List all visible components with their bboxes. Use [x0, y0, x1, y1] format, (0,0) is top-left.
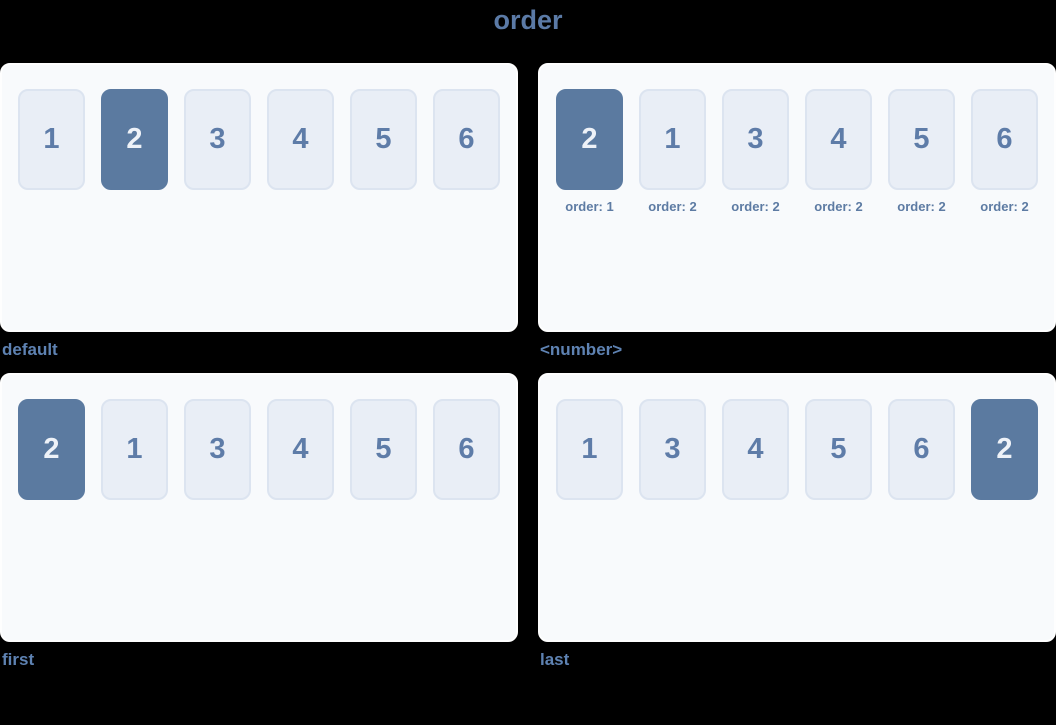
flex-item-number: 5: [375, 123, 392, 155]
flex-item: 4: [722, 399, 789, 500]
flex-item-highlighted: 2: [101, 89, 168, 190]
flex-item-number: 6: [458, 123, 475, 155]
flex-item-number: 3: [209, 123, 226, 155]
flex-item: 3: [722, 89, 789, 190]
flex-item-highlighted: 2: [971, 399, 1038, 500]
flex-item-number: 5: [913, 123, 930, 155]
order-caption: order: 2: [814, 199, 863, 214]
order-caption: order: 1: [565, 199, 614, 214]
order-caption: order: 2: [897, 199, 946, 214]
flex-item-number: 2: [126, 123, 143, 155]
flex-item: 5: [350, 89, 417, 190]
flex-item-group: 5 order: 2: [888, 89, 955, 214]
flex-item-number: 3: [664, 433, 681, 465]
flex-item: 4: [267, 89, 334, 190]
flex-item-highlighted: 2: [556, 89, 623, 190]
flex-item: 1: [639, 89, 706, 190]
flex-item: 6: [888, 399, 955, 500]
page-title: order: [493, 5, 563, 35]
flex-item-number: 4: [292, 123, 309, 155]
flex-item: 3: [639, 399, 706, 500]
flex-item-highlighted: 2: [18, 399, 85, 500]
flex-item: 6: [433, 89, 500, 190]
panel-cell-last: 1 3 4 5 6 2 last: [538, 373, 1056, 671]
flex-item-number: 4: [830, 123, 847, 155]
flex-item-number: 3: [747, 123, 764, 155]
panel-label-number: <number>: [540, 340, 623, 359]
panel-label-first: first: [2, 650, 35, 669]
panel-cell-first: 2 1 3 4 5 6 first: [0, 373, 518, 671]
flex-item-number: 4: [747, 433, 764, 465]
flex-item-number: 2: [581, 123, 598, 155]
flex-item-number: 6: [913, 433, 930, 465]
flex-item: 4: [267, 399, 334, 500]
flex-item-number: 1: [664, 123, 681, 155]
flex-item: 1: [556, 399, 623, 500]
flex-item-number: 1: [43, 123, 60, 155]
flex-item-group: 1 order: 2: [639, 89, 706, 214]
flex-item-number: 1: [581, 433, 598, 465]
panel-label-last: last: [540, 650, 570, 669]
demo-grid: 1 2 3 4 5 6 default 2 order: 1 1 order: …: [0, 63, 1056, 671]
flex-item-number: 6: [996, 123, 1013, 155]
flex-container-last: 1 3 4 5 6 2: [538, 373, 1056, 642]
flex-item: 1: [101, 399, 168, 500]
order-caption: order: 2: [648, 199, 697, 214]
flex-container-number: 2 order: 1 1 order: 2 3 order: 2 4 order…: [538, 63, 1056, 332]
flex-item: 1: [18, 89, 85, 190]
panel-cell-number: 2 order: 1 1 order: 2 3 order: 2 4 order…: [538, 63, 1056, 361]
flex-item-group: 6 order: 2: [971, 89, 1038, 214]
flex-item: 6: [433, 399, 500, 500]
panel-label-default: default: [2, 340, 58, 359]
flex-item-group: 3 order: 2: [722, 89, 789, 214]
order-caption: order: 2: [731, 199, 780, 214]
flex-item: 4: [805, 89, 872, 190]
flex-item-number: 3: [209, 433, 226, 465]
flex-container-first: 2 1 3 4 5 6: [0, 373, 518, 642]
flex-item-number: 1: [126, 433, 143, 465]
flex-container-default: 1 2 3 4 5 6: [0, 63, 518, 332]
flex-item-group: 2 order: 1: [556, 89, 623, 214]
flex-item-number: 5: [375, 433, 392, 465]
flex-item-number: 2: [996, 433, 1013, 465]
flex-item: 5: [888, 89, 955, 190]
flex-item-number: 5: [830, 433, 847, 465]
flex-item-number: 4: [292, 433, 309, 465]
order-caption: order: 2: [980, 199, 1029, 214]
flex-item: 3: [184, 399, 251, 500]
panel-cell-default: 1 2 3 4 5 6 default: [0, 63, 518, 361]
flex-item: 5: [350, 399, 417, 500]
flex-item-group: 4 order: 2: [805, 89, 872, 214]
flex-item-number: 6: [458, 433, 475, 465]
flex-item: 5: [805, 399, 872, 500]
flex-item: 6: [971, 89, 1038, 190]
flex-item: 3: [184, 89, 251, 190]
flex-item-number: 2: [43, 433, 60, 465]
